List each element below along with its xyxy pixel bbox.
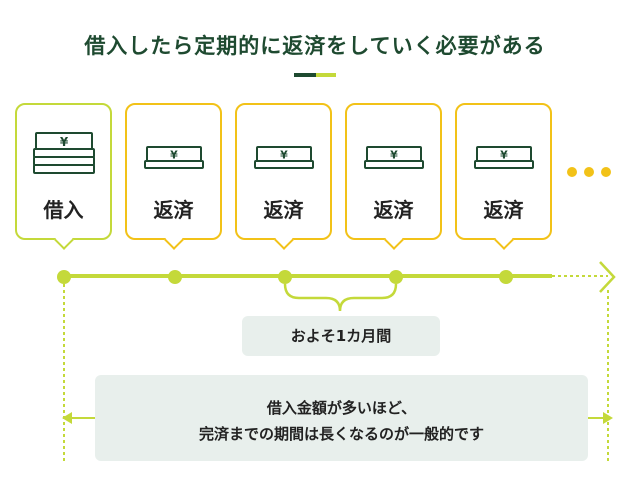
timeline-dot (499, 270, 513, 284)
period-brace (283, 283, 398, 312)
timeline-dot (389, 270, 403, 284)
period-label: およそ1カ月間 (242, 316, 440, 356)
card-label: 返済 (263, 198, 304, 222)
svg-text:¥: ¥ (500, 149, 508, 162)
svg-text:¥: ¥ (280, 149, 288, 162)
svg-text:¥: ¥ (59, 135, 68, 149)
card-label: 返済 (483, 198, 524, 222)
note-line-1: 借入金額が多いほど、 (266, 399, 417, 417)
title-underline-light (316, 73, 336, 77)
span-arrow-left-icon (62, 412, 72, 424)
cash-bill-icon: ¥ (143, 146, 204, 169)
note-box: 借入金額が多いほど、 完済までの期間は長くなるのが一般的です (95, 375, 588, 461)
svg-text:¥: ¥ (390, 149, 398, 162)
title-underline-dark (294, 73, 316, 77)
card-label: 借入 (43, 198, 84, 222)
card-repay: ¥ 返済 (455, 103, 552, 240)
cash-bill-icon: ¥ (363, 146, 424, 169)
timeline-dot (57, 270, 71, 284)
card-repay: ¥ 返済 (345, 103, 442, 240)
cash-bill-icon: ¥ (473, 146, 534, 169)
card-label: 返済 (373, 198, 414, 222)
card-repay: ¥ 返済 (125, 103, 222, 240)
diagram-title: 借入したら定期的に返済をしていく必要がある (84, 34, 546, 58)
ellipsis-dot (584, 167, 594, 177)
svg-text:¥: ¥ (170, 149, 178, 162)
card-label: 返済 (153, 198, 194, 222)
timeline-dot (278, 270, 292, 284)
card-repay: ¥ 返済 (235, 103, 332, 240)
timeline-dot (168, 270, 182, 284)
cash-stack-icon: ¥ (32, 132, 95, 174)
ellipsis-dot (567, 167, 577, 177)
ellipsis-dot (601, 167, 611, 177)
card-borrow: ¥ 借入 (15, 103, 112, 240)
cash-bill-icon: ¥ (253, 146, 314, 169)
timeline-arrow-icon (599, 261, 616, 293)
note-line-2: 完済までの期間は長くなるのが一般的です (198, 425, 484, 443)
span-arrow-right-icon (603, 412, 613, 424)
